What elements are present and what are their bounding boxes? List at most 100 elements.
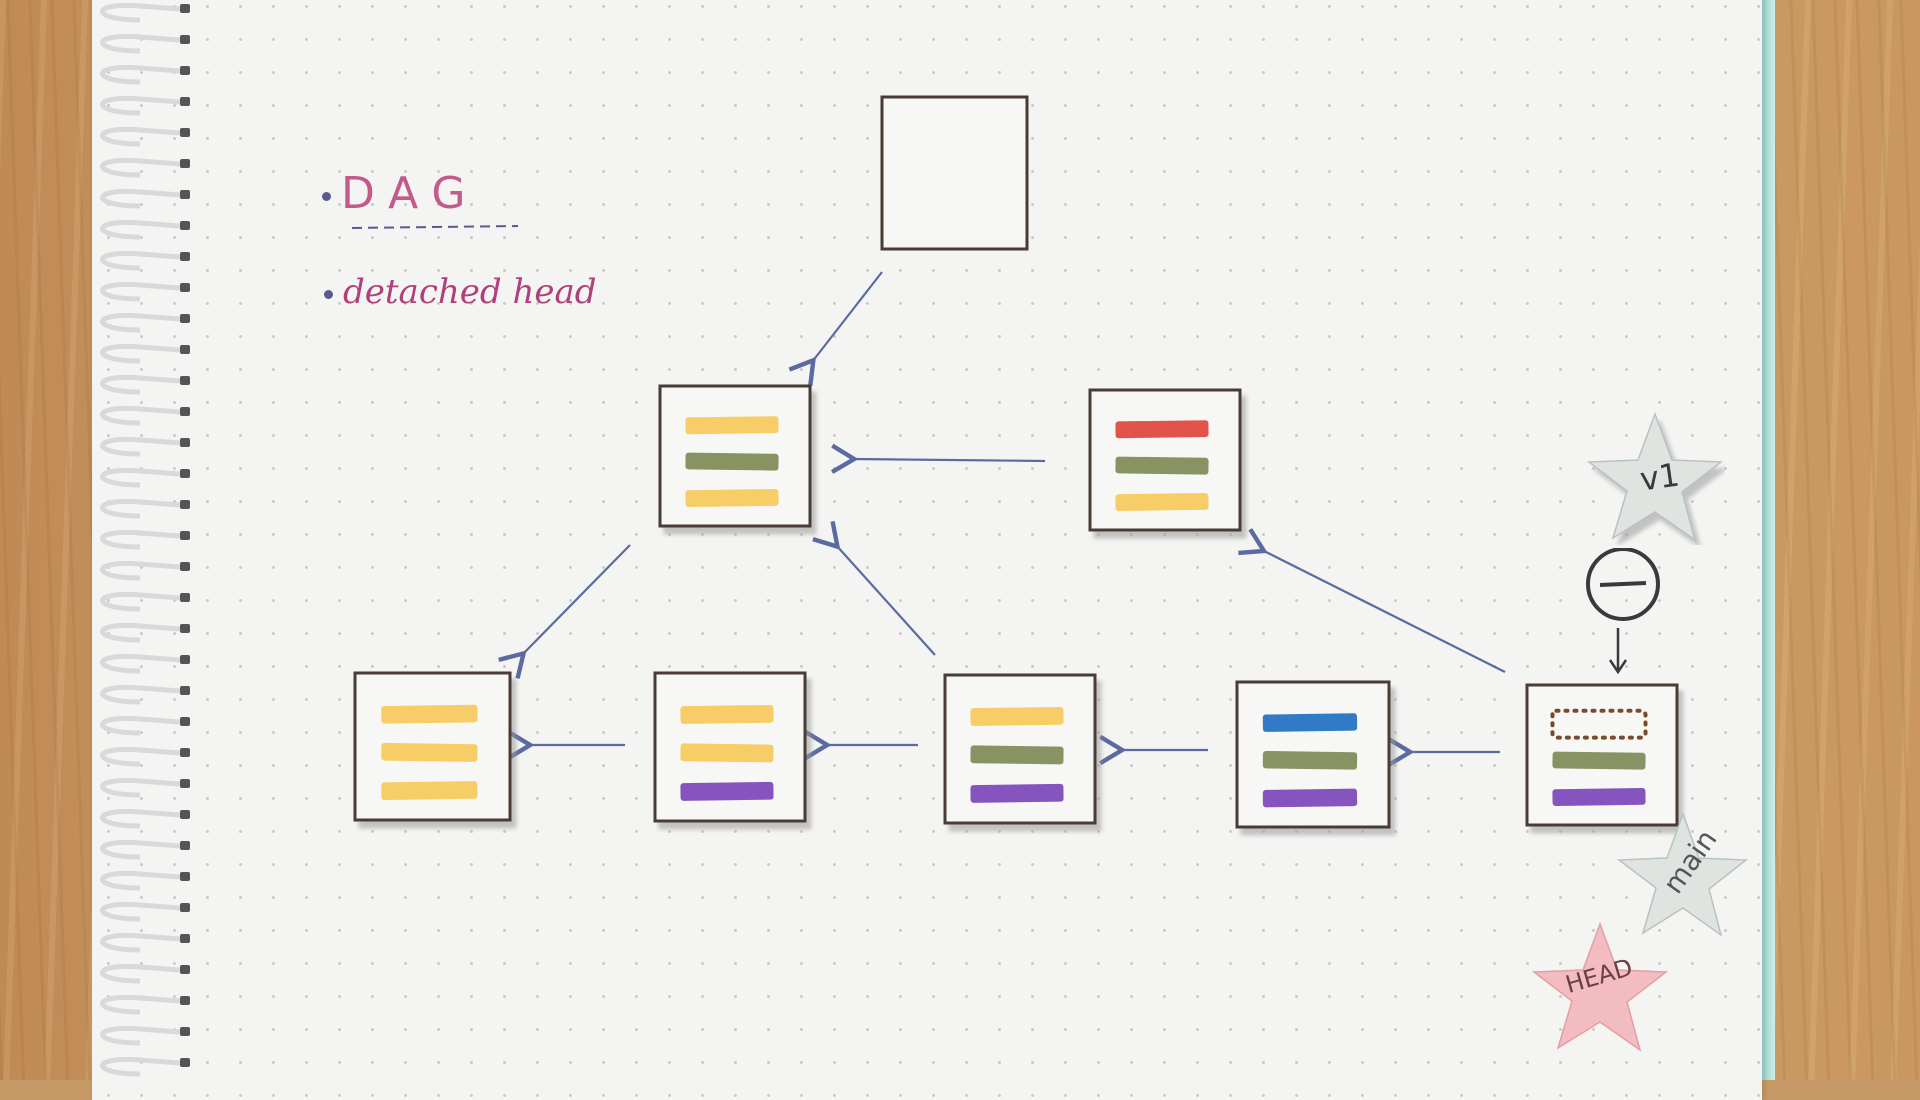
spiral-ring (100, 622, 181, 643)
spiral-hole (180, 624, 190, 633)
tag-v1-label: v1 (1637, 455, 1682, 499)
spiral-hole (180, 128, 190, 137)
spiral-hole (180, 4, 190, 13)
parent-arrow (812, 521, 936, 656)
spiral-hole (180, 655, 190, 664)
spiral-hole (180, 1058, 190, 1067)
spiral-ring (100, 839, 181, 860)
commit-bar-blue (1262, 713, 1358, 732)
spiral-ring (100, 126, 181, 147)
spiral-hole (180, 1027, 190, 1036)
spiral-hole (180, 500, 190, 509)
commit-c-bottom-3 (943, 673, 1097, 825)
spiral-ring (100, 157, 181, 178)
commit-box (880, 95, 1029, 251)
dag-underline (351, 225, 519, 229)
spiral-ring (100, 281, 181, 302)
spiral-hole (180, 283, 190, 292)
commit-bar-olive (1552, 751, 1646, 770)
spiral-hole (180, 252, 190, 261)
spiral-hole (180, 934, 190, 943)
spiral-hole (180, 996, 190, 1005)
commit-c-bottom-2 (653, 671, 807, 823)
commit-c-bottom-5 (1525, 683, 1679, 827)
spiral-ring (100, 808, 181, 829)
parent-arrow (498, 544, 631, 679)
spiral-hole (180, 97, 190, 106)
commit-bar-purple (1262, 788, 1358, 808)
commit-bar-yellow (381, 742, 478, 762)
spiral-ring (100, 684, 181, 705)
spiral-ring (100, 312, 181, 333)
commit-bar-yellow (680, 743, 774, 763)
spiral-ring (100, 498, 181, 519)
commit-bar-olive (685, 452, 779, 471)
commit-bar-placeholder (1550, 708, 1648, 740)
note-dag-text: DAG (341, 168, 480, 219)
commit-bar-purple (1552, 787, 1646, 807)
spiral-hole (180, 965, 190, 974)
spiral-hole (180, 314, 190, 323)
spiral-ring (100, 343, 181, 364)
spiral-hole (180, 903, 190, 912)
spiral-ring (100, 188, 181, 209)
spiral-ring (100, 963, 181, 984)
commit-bar-yellow (680, 704, 774, 724)
spiral-ring (100, 64, 181, 85)
parent-arrow (830, 443, 1046, 474)
spiral-ring (100, 932, 181, 953)
tag-main-star (1616, 811, 1749, 937)
spiral-ring (100, 529, 181, 550)
commit-c-top-right (1088, 388, 1242, 532)
commit-bar-purple (970, 783, 1064, 803)
spiral-ring (100, 715, 181, 736)
spiral-ring (100, 250, 181, 271)
spiral-ring (100, 405, 181, 426)
commit-bar-yellow (381, 781, 478, 801)
commit-bar-olive (1262, 750, 1358, 770)
parent-arrow (788, 271, 883, 386)
spiral-hole (180, 779, 190, 788)
spiral-ring (100, 870, 181, 891)
spiral-hole (180, 221, 190, 230)
spiral-ring (100, 33, 181, 54)
commit-c-top-middle (658, 384, 812, 528)
commit-bar-olive (970, 745, 1064, 765)
tag-v1-star (1586, 411, 1724, 542)
commit-c-bottom-4 (1235, 680, 1391, 829)
spiral-hole (180, 376, 190, 385)
spiral-hole (180, 159, 190, 168)
spiral-ring (100, 1056, 181, 1077)
spiral-ring (100, 2, 181, 23)
spiral-hole (180, 562, 190, 571)
spiral-hole (180, 345, 190, 354)
note-detached-head-text: detached head (343, 272, 597, 312)
spiral-hole (180, 810, 190, 819)
note-dag: DAG (322, 168, 480, 219)
spiral-ring (100, 746, 181, 767)
spiral-ring (100, 219, 181, 240)
spiral-ring (100, 653, 181, 674)
head-detached-circle (1586, 548, 1660, 675)
spiral-ring (100, 95, 181, 116)
spiral-binding (100, 2, 190, 1077)
spiral-hole (180, 872, 190, 881)
spiral-hole (180, 469, 190, 478)
commit-bar-yellow (685, 416, 779, 435)
spiral-hole (180, 35, 190, 44)
commit-bar-red (1115, 420, 1209, 439)
spiral-hole (180, 593, 190, 602)
spiral-hole (180, 66, 190, 75)
spiral-hole (180, 841, 190, 850)
commit-bar-yellow (381, 704, 478, 724)
commit-bar-yellow (685, 488, 779, 508)
spiral-ring (100, 901, 181, 922)
spiral-hole (180, 717, 190, 726)
commit-bar-yellow (1115, 492, 1209, 512)
parent-arrow (1238, 528, 1506, 673)
spiral-ring (100, 467, 181, 488)
spiral-hole (180, 407, 190, 416)
spiral-ring (100, 994, 181, 1015)
spiral-hole (180, 531, 190, 540)
